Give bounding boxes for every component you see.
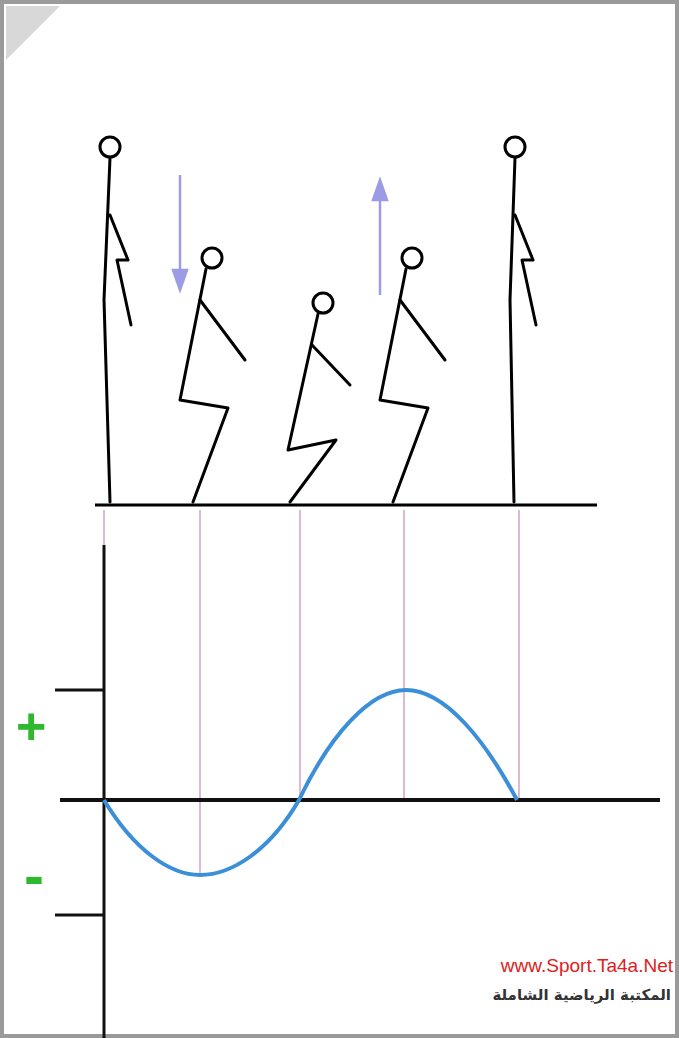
deep-squat-figure: [288, 293, 350, 502]
corner-bevel: [6, 6, 60, 60]
guide-line: [199, 510, 201, 875]
watermark-url: www.Sport.Ta4a.Net: [501, 956, 673, 975]
ground-line: [95, 504, 597, 507]
guide-line: [299, 510, 301, 800]
plus-sign: +: [16, 700, 46, 752]
standing-figure: [505, 137, 536, 502]
x-axis: [60, 798, 660, 802]
guide-line: [103, 510, 105, 545]
standing-figure: [100, 137, 131, 502]
y-axis: [103, 545, 106, 1038]
minus-sign: -: [24, 846, 44, 906]
tick: [55, 914, 104, 917]
force-curve: [104, 690, 517, 875]
down-arrow-head: [173, 270, 187, 290]
up-arrow-head: [373, 180, 387, 200]
down-arrow: [179, 175, 182, 282]
up-arrow: [379, 190, 382, 295]
tick: [55, 689, 104, 692]
half-squat-figure: [180, 248, 245, 502]
guide-line: [403, 510, 405, 800]
watermark-arabic: المكتبة الرياضية الشاملة: [492, 988, 671, 1003]
half-squat-figure: [380, 248, 445, 502]
guide-line: [518, 510, 520, 800]
